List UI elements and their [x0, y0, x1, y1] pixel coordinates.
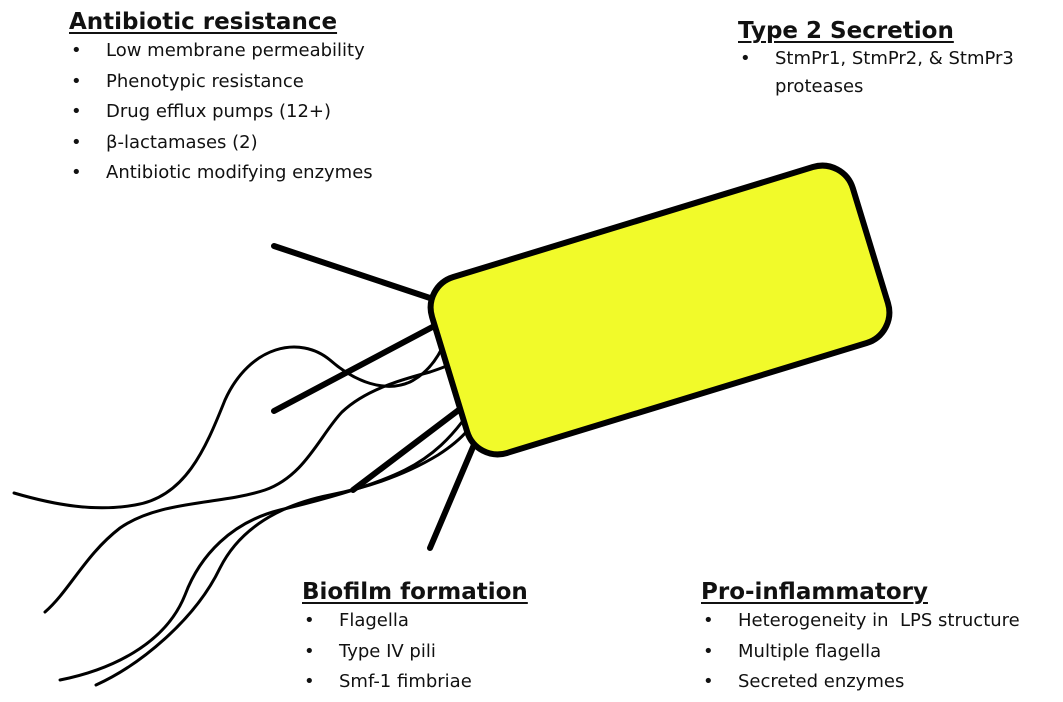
pro-inflammatory-list: Heterogeneity in LPS structure Multiple … — [701, 606, 1020, 698]
biofilm-formation-list: Flagella Type IV pili Smf-1 fimbriae — [302, 606, 528, 698]
antibiotic-resistance-section: Antibiotic resistance Low membrane perme… — [69, 8, 373, 189]
biofilm-formation-title: Biofilm formation — [302, 578, 528, 606]
list-item: Secreted enzymes — [701, 667, 1020, 698]
list-item-line: StmPr1, StmPr2, & StmPr3 — [775, 45, 1014, 73]
list-item: StmPr1, StmPr2, & StmPr3 proteases — [738, 45, 1014, 101]
list-item-line: proteases — [775, 73, 1014, 101]
list-item: Multiple flagella — [701, 637, 1020, 668]
list-item: Heterogeneity in LPS structure — [701, 606, 1020, 637]
list-item: Smf-1 fimbriae — [302, 667, 528, 698]
list-item: Type IV pili — [302, 637, 528, 668]
list-item: Antibiotic modifying enzymes — [69, 158, 373, 189]
bacterium-cell-body — [423, 158, 898, 463]
pilus-1 — [274, 246, 436, 300]
antibiotic-resistance-list: Low membrane permeability Phenotypic res… — [69, 36, 373, 189]
type2-secretion-section: Type 2 Secretion StmPr1, StmPr2, & StmPr… — [738, 17, 1014, 101]
pro-inflammatory-title: Pro-inflammatory — [701, 578, 1020, 606]
list-item: Low membrane permeability — [69, 36, 373, 67]
biofilm-formation-section: Biofilm formation Flagella Type IV pili … — [302, 578, 528, 698]
pro-inflammatory-section: Pro-inflammatory Heterogeneity in LPS st… — [701, 578, 1020, 698]
list-item: Flagella — [302, 606, 528, 637]
antibiotic-resistance-title: Antibiotic resistance — [69, 8, 373, 36]
type2-secretion-list: StmPr1, StmPr2, & StmPr3 proteases — [738, 45, 1014, 101]
list-item: Phenotypic resistance — [69, 67, 373, 98]
type2-secretion-title: Type 2 Secretion — [738, 17, 1014, 45]
list-item: β-lactamases (2) — [69, 128, 373, 159]
flagellum-2 — [45, 362, 455, 612]
pilus-2 — [274, 323, 440, 411]
list-item: Drug efflux pumps (12+) — [69, 97, 373, 128]
